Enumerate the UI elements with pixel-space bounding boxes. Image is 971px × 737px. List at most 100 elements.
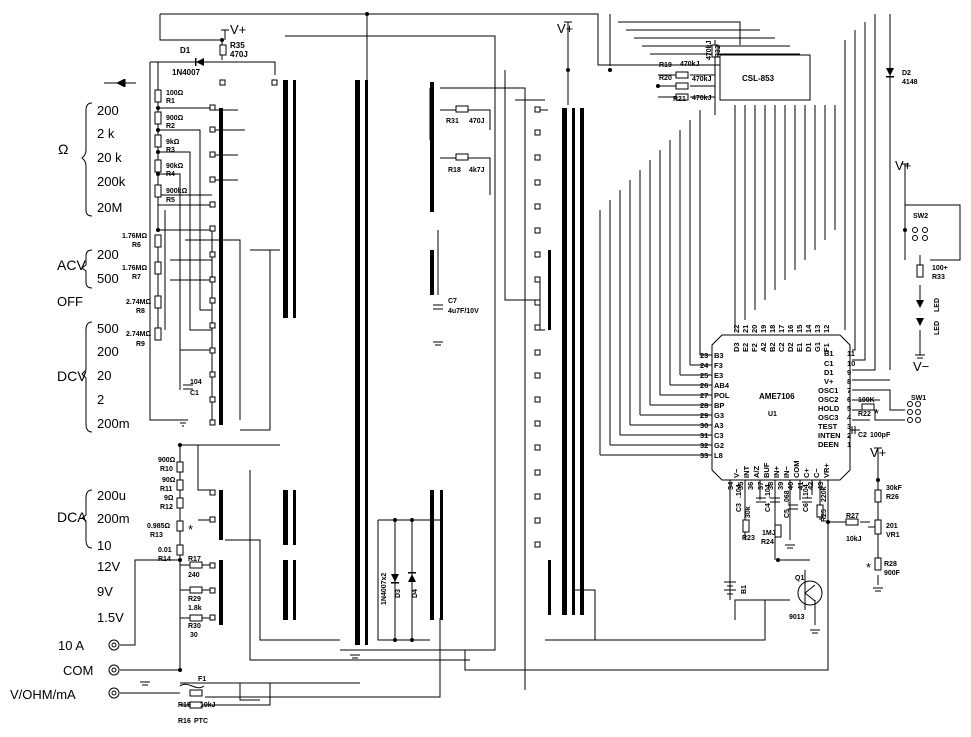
ground-symbols: [140, 341, 925, 686]
r28-value: 900F: [884, 570, 901, 577]
r9-value: 2.74MΩ: [126, 331, 151, 338]
ic-pin-num: 14: [804, 324, 813, 333]
left-component-labels: D1 1N4007 R35 470J 100Ω R1 900Ω R2 9kΩ R…: [122, 41, 248, 725]
ic-pin-name: C1: [824, 359, 834, 368]
vminus-label: V−: [913, 359, 929, 374]
vr1-value: 201: [886, 523, 898, 530]
ic-pin-name: TEST: [818, 422, 838, 431]
range-dcv-500: 500: [97, 321, 119, 336]
ic-pin-name: D1: [804, 342, 813, 352]
ic-pin-num: 43: [816, 482, 825, 490]
ic-pin-name: B1: [824, 349, 834, 358]
ic-pin-name: G2: [714, 441, 724, 450]
ic-pin-num: 1: [847, 440, 851, 449]
ic-pin-num: 12: [822, 325, 831, 333]
r17-label: R17: [188, 556, 201, 563]
ic-pin-num: 33: [700, 451, 708, 460]
section-acv: ACV: [57, 257, 86, 273]
q1-part: 9013: [789, 614, 805, 621]
r23-label: R23: [742, 535, 755, 542]
r3-label: R3: [166, 147, 175, 154]
r16-label: R16: [178, 718, 191, 725]
vplus-label-top-center: V+: [557, 21, 573, 36]
section-dca: DCA: [57, 509, 87, 525]
lcd-display-csl853: [719, 54, 811, 101]
b1-label: B1: [741, 585, 748, 594]
r32-label: R32: [715, 45, 722, 58]
vplus-label-right: V+: [895, 158, 911, 173]
right-component-labels: R19 470kJ R20 470kJ R21 470kJ R32 470kJ …: [659, 40, 948, 621]
r15-label: R15: [178, 702, 191, 709]
c5-label: C5: [784, 509, 791, 518]
r12-label: R12: [160, 504, 173, 511]
jack-vohm-label: V/OHM/mA: [10, 687, 76, 702]
ic-pin-name: D3: [732, 342, 741, 352]
d1-part: 1N4007: [172, 68, 201, 77]
d2-part: 4148: [902, 79, 918, 86]
c6-label: C6: [803, 503, 810, 512]
c4-value: .104: [765, 484, 772, 498]
d4-label: D4: [412, 589, 419, 598]
range-ohm-200k: 200k: [97, 174, 126, 189]
ic-pin-num: 19: [759, 325, 768, 333]
r9-label: R9: [136, 341, 145, 348]
fuse-f1: [179, 683, 205, 689]
r2-label: R2: [166, 123, 175, 130]
resistors: [154, 44, 924, 709]
led1-label: LED: [934, 298, 941, 312]
range-ohm-20m: 20M: [97, 200, 122, 215]
ic-pin-num: 41: [796, 482, 805, 490]
switch-sw2[interactable]: [912, 227, 928, 241]
c2-value: 100pF: [870, 432, 891, 439]
r32-value: 470kJ: [706, 40, 713, 60]
r13-star: *: [188, 522, 193, 537]
ic-pin-num: 31: [700, 431, 708, 440]
r33-value: 100+: [932, 265, 948, 272]
range-dca-200m: 200m: [97, 511, 130, 526]
ic-pin-num: 23: [700, 351, 708, 360]
potentiometer-vr1: [868, 519, 882, 535]
ic-pin-num: 5: [847, 404, 851, 413]
ic-pin-num: 2: [847, 431, 851, 440]
ic-pin-name: E1: [795, 343, 804, 352]
c7-value: 4u7F/10V: [448, 308, 479, 315]
ic-pin-name: INTEN: [818, 431, 841, 440]
jack-10a-label: 10 A: [58, 638, 84, 653]
ic-pin-name: C3: [714, 431, 724, 440]
ic-pin-num: 3: [847, 422, 851, 431]
r8-value: 2.74MΩ: [126, 299, 151, 306]
ic-pin-num: 7: [847, 386, 851, 395]
c7-label: C7: [448, 298, 457, 305]
ic-pin-num: 9: [847, 368, 851, 377]
d3d4-part: 1N4007x2: [381, 573, 388, 605]
ic-pin-num: 26: [700, 381, 708, 390]
c2-label: C2: [858, 432, 867, 439]
ic-pin-name: E2: [741, 343, 750, 352]
vplus-label-top-left: V+: [230, 22, 246, 37]
c3-label: C3: [736, 503, 743, 512]
r1-value: 100Ω: [166, 90, 184, 97]
ic-pin-name: INT: [742, 466, 751, 479]
ic-pin-name: IN+: [772, 466, 781, 479]
range-1-5v: 1.5V: [97, 610, 124, 625]
r6-value: 1.76MΩ: [122, 233, 147, 240]
d1-label: D1: [180, 46, 191, 55]
r21-label: R21: [673, 96, 686, 103]
switch-sw1[interactable]: [907, 401, 921, 423]
ic-pin-num: 29: [700, 411, 708, 420]
display-label: CSL-853: [742, 74, 775, 83]
r29-value: 1.8k: [188, 605, 202, 612]
ic-pin-name: IN−: [782, 466, 791, 479]
r25-value: 220k: [821, 486, 828, 502]
ic-pin-name: C2: [777, 342, 786, 352]
ic-pin-name: AB4: [714, 381, 730, 390]
r22-label: R22: [858, 411, 871, 418]
range-ohm-2k: 2 k: [97, 126, 115, 141]
r20-label: R20: [659, 75, 672, 82]
r11-label: R11: [160, 486, 173, 493]
ic-pin-name: G1: [813, 342, 822, 352]
r22-star: *: [874, 406, 879, 421]
ic-pin-name: V−: [732, 468, 741, 478]
r14-value: 0.01: [158, 547, 172, 554]
